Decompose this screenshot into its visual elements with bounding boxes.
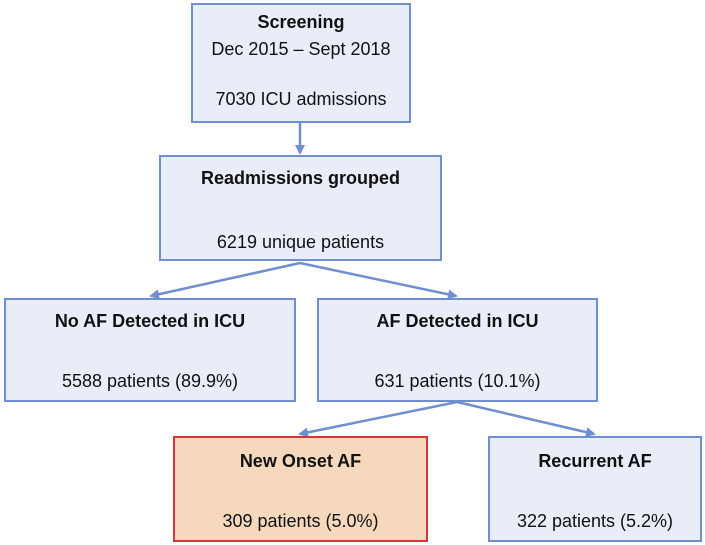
af-detected-box: AF Detected in ICU 631 patients (10.1%): [317, 298, 598, 402]
arrow-readmissions-to-no-af: [149, 261, 301, 300]
no-af-box: No AF Detected in ICU 5588 patients (89.…: [4, 298, 296, 402]
screening-dates: Dec 2015 – Sept 2018: [211, 39, 391, 59]
screening-box: Screening Dec 2015 – Sept 2018 7030 ICU …: [191, 3, 411, 123]
no-af-count: 5588 patients (89.9%): [61, 371, 239, 391]
recurrent-af-box: Recurrent AF 322 patients (5.2%): [488, 436, 702, 542]
af-detected-count: 631 patients (10.1%): [374, 371, 541, 391]
readmissions-title: Readmissions grouped: [200, 168, 401, 188]
no-af-title: No AF Detected in ICU: [54, 311, 246, 331]
af-detected-title: AF Detected in ICU: [376, 311, 539, 331]
arrow-af-to-recurrent: [456, 400, 596, 438]
screening-title: Screening: [257, 12, 345, 32]
arrow-af-to-new-onset: [298, 400, 458, 438]
recurrent-af-count: 322 patients (5.2%): [516, 511, 674, 531]
recurrent-af-title: Recurrent AF: [538, 451, 652, 471]
arrow-readmissions-to-af: [299, 261, 458, 300]
readmissions-count: 6219 unique patients: [216, 232, 385, 252]
new-onset-af-box: New Onset AF 309 patients (5.0%): [173, 436, 428, 542]
screening-count: 7030 ICU admissions: [215, 89, 387, 109]
readmissions-box: Readmissions grouped 6219 unique patient…: [159, 155, 442, 261]
new-onset-af-count: 309 patients (5.0%): [222, 511, 379, 531]
new-onset-af-title: New Onset AF: [239, 451, 362, 471]
